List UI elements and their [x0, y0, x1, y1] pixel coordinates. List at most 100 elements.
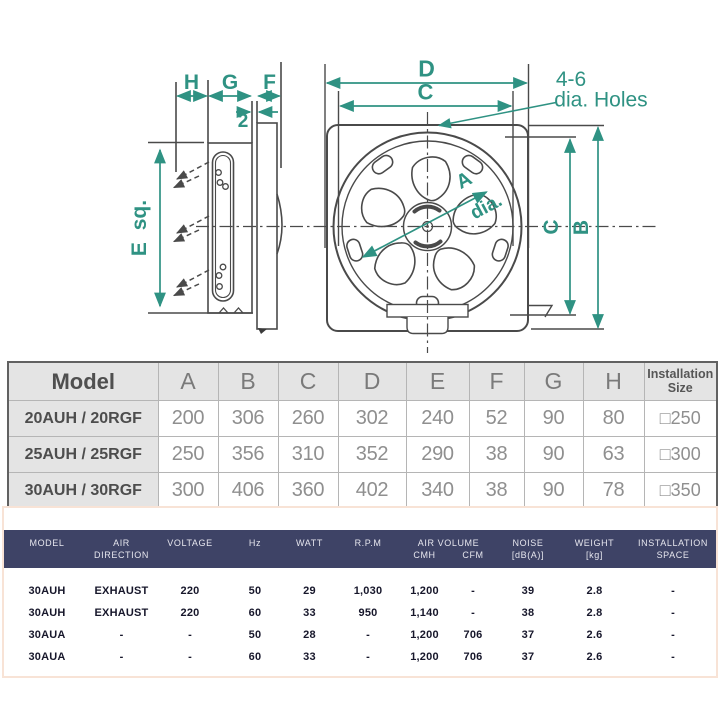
spec-cell-cfm: -	[471, 585, 475, 597]
value-cell: 90	[523, 472, 584, 510]
dim-label-d: D	[418, 56, 435, 82]
dim-label-f: F	[263, 71, 276, 94]
table-row: 30AUH / 30RGF 300 406 360 402 340 38 90 …	[7, 472, 718, 510]
spec-row: 30AUA - - 60 33 - 1,200 706 37 2.6 -	[4, 646, 716, 668]
value-cell: 200	[157, 400, 219, 437]
spec-cell-hz: 60	[248, 651, 262, 663]
spec-header-weight: WEIGHT[kg]	[574, 537, 615, 560]
shutter-motor-bump	[276, 193, 283, 255]
value-cell: 356	[217, 436, 279, 473]
dimension-table: Model A B C D E F G H Installation Size …	[7, 361, 718, 511]
spec-cell-model: 30AUH	[28, 585, 66, 597]
header-installation-size: Installation Size	[643, 361, 718, 401]
spec-cell-voltage: 220	[180, 607, 200, 619]
side-view	[148, 62, 283, 334]
holes-note-line2: dia. Holes	[554, 89, 647, 112]
dim-label-c-top: C	[418, 80, 434, 105]
spec-cell-voltage: -	[188, 629, 192, 641]
value-cell: 52	[468, 400, 525, 437]
spec-header-air-volume: AIR VOLUME CMH CFM	[400, 538, 497, 561]
value-cell: 352	[337, 436, 407, 473]
fan-technical-drawing: H G F 2 E sq. D C 4-6 dia. Holes A dia. …	[128, 56, 658, 353]
spec-cell-cfm: 706	[463, 651, 483, 663]
spec-row: 30AUH EXHAUST 220 60 33 950 1,140 - 38 2…	[4, 602, 716, 624]
spec-cell-voltage: -	[188, 651, 192, 663]
model-cell: 20AUH / 20RGF	[7, 400, 159, 437]
value-cell: 260	[277, 400, 339, 437]
spec-cell-cmh: 1,200	[410, 629, 439, 641]
spec-header-cfm: CFM	[462, 549, 484, 560]
spec-cell-model: 30AUA	[28, 629, 66, 641]
spec-header-rpm: R.P.M	[354, 537, 382, 548]
spec-cell-air: -	[119, 629, 124, 641]
header-col-c: C	[277, 361, 339, 401]
spec-header-noise: NOISE[dB(A)]	[511, 537, 545, 560]
header-col-d: D	[337, 361, 407, 401]
spec-header-voltage: VOLTAGE	[167, 537, 213, 548]
value-cell: 290	[405, 436, 470, 473]
value-cell: 38	[468, 436, 525, 473]
value-cell: 63	[582, 436, 645, 473]
dim-label-e-sq: E sq.	[128, 200, 151, 256]
value-cell: 300	[157, 472, 219, 510]
spec-cell-noise: 37	[521, 629, 535, 641]
spec-header-watt: WATT	[296, 537, 323, 548]
spec-cell-hz: 50	[248, 585, 262, 597]
header-col-g: G	[523, 361, 584, 401]
spec-cell-air: -	[119, 651, 124, 663]
spec-cell-install: -	[671, 585, 675, 597]
spec-cell-air: EXHAUST	[94, 607, 149, 619]
value-cell: 306	[217, 400, 279, 437]
install-size-cell: □300	[643, 436, 718, 473]
spec-cell-voltage: 220	[180, 585, 200, 597]
spec-cell-model: 30AUH	[28, 607, 66, 619]
spec-cell-noise: 37	[521, 651, 535, 663]
spec-cell-rpm: 1,030	[353, 585, 383, 597]
spec-row: 30AUH EXHAUST 220 50 29 1,030 1,200 - 39…	[4, 580, 716, 602]
model-cell: 30AUH / 30RGF	[7, 472, 159, 510]
spec-cell-cmh: 1,200	[410, 585, 439, 597]
grille-holes	[215, 169, 229, 290]
spec-cell-noise: 39	[521, 585, 535, 597]
drip-arrow	[258, 328, 267, 334]
header-installation-line2: Size	[667, 380, 693, 395]
spec-cell-cmh: 1,140	[410, 607, 439, 619]
dim-label-2: 2	[238, 111, 249, 132]
spec-cell-hz: 50	[248, 629, 262, 641]
header-col-b: B	[217, 361, 279, 401]
spec-cell-cfm: 706	[463, 629, 483, 641]
holes-note-line1: 4-6	[556, 68, 586, 91]
value-cell: 38	[468, 472, 525, 510]
spec-cell-install: -	[671, 629, 675, 641]
spec-cell-weight: 2.8	[586, 585, 603, 597]
install-size-cell: □250	[643, 400, 718, 437]
spec-header-hz: Hz	[248, 537, 262, 548]
dim-label-b: B	[570, 220, 593, 235]
value-cell: 80	[582, 400, 645, 437]
spec-row: 30AUA - - 50 28 - 1,200 706 37 2.6 -	[4, 624, 716, 646]
dimension-table-header: Model A B C D E F G H Installation Size	[7, 361, 718, 401]
header-col-e: E	[405, 361, 470, 401]
spec-cell-watt: 28	[303, 629, 316, 641]
spec-header-model: MODEL	[29, 537, 65, 548]
header-col-h: H	[582, 361, 645, 401]
header-col-f: F	[468, 361, 525, 401]
value-cell: 90	[523, 400, 584, 437]
spec-cell-cfm: -	[471, 607, 475, 619]
spec-table-body: 30AUH EXHAUST 220 50 29 1,030 1,200 - 39…	[4, 580, 716, 668]
spec-cell-cmh: 1,200	[410, 651, 439, 663]
value-cell: 302	[337, 400, 407, 437]
spec-cell-air: EXHAUST	[94, 585, 149, 597]
spec-cell-weight: 2.8	[586, 607, 603, 619]
corner-foot	[528, 304, 554, 318]
value-cell: 90	[523, 436, 584, 473]
spec-cell-watt: 29	[303, 585, 316, 597]
spec-cell-watt: 33	[303, 607, 316, 619]
spec-header-cmh: CMH	[413, 549, 436, 560]
airflow-arrows	[172, 161, 210, 297]
spec-cell-rpm: 950	[358, 607, 378, 619]
